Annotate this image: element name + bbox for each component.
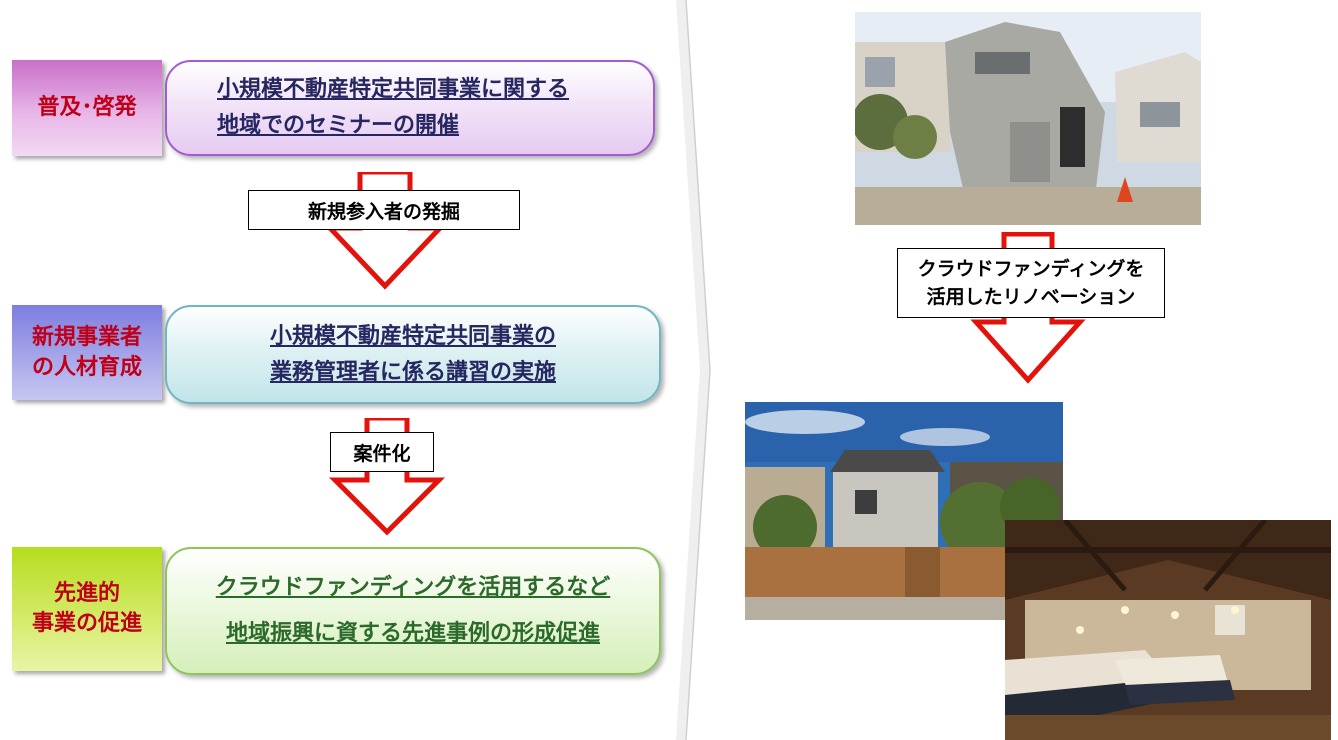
arrow-label-renovation: クラウドファンディングを 活用したリノベーション [897, 248, 1165, 318]
category-label-line: の人材育成 [31, 354, 142, 380]
category-advanced-projects: 先進的 事業の促進 [12, 547, 162, 671]
category-awareness: 普及･啓発 [12, 60, 162, 156]
step-text-line: 地域振興に資する先進事例の形成促進 [225, 621, 600, 646]
arrow-label-text: 案件化 [353, 442, 411, 465]
step-text-line: 地域でのセミナーの開催 [217, 113, 460, 138]
photo-before-renovation [855, 12, 1201, 225]
category-label-line: 事業の促進 [31, 611, 142, 636]
category-label-line: 先進的 [53, 581, 120, 606]
step-text-line: 小規模不動産特定共同事業に関する [217, 77, 570, 102]
arrow-label-text: クラウドファンディングを [917, 258, 1145, 280]
step-text-line: 小規模不動産特定共同事業の [269, 323, 556, 349]
category-label-line: 新規事業者 [31, 324, 142, 350]
step-box-crowdfunding: クラウドファンディングを活用するなど 地域振興に資する先進事例の形成促進 [165, 547, 661, 675]
photo-after-interior [1005, 520, 1331, 740]
step-box-training: 小規模不動産特定共同事業の 業務管理者に係る講習の実施 [165, 305, 661, 404]
category-talent-development: 新規事業者 の人材育成 [12, 305, 162, 400]
step-box-seminar: 小規模不動産特定共同事業に関する 地域でのセミナーの開催 [165, 60, 655, 156]
center-divider [676, 0, 711, 740]
arrow-label-text: 活用したリノベーション [926, 286, 1136, 308]
category-label: 普及･啓発 [37, 95, 137, 120]
down-arrow-icon [328, 418, 446, 536]
step-text-line: クラウドファンディングを活用するなど [215, 575, 611, 600]
arrow-label-text: 新規参入者の発掘 [307, 200, 460, 223]
step-text-line: 業務管理者に係る講習の実施 [269, 359, 556, 385]
arrow-label-new-entrants: 新規参入者の発掘 [248, 190, 520, 230]
arrow-label-projectization: 案件化 [330, 432, 434, 472]
